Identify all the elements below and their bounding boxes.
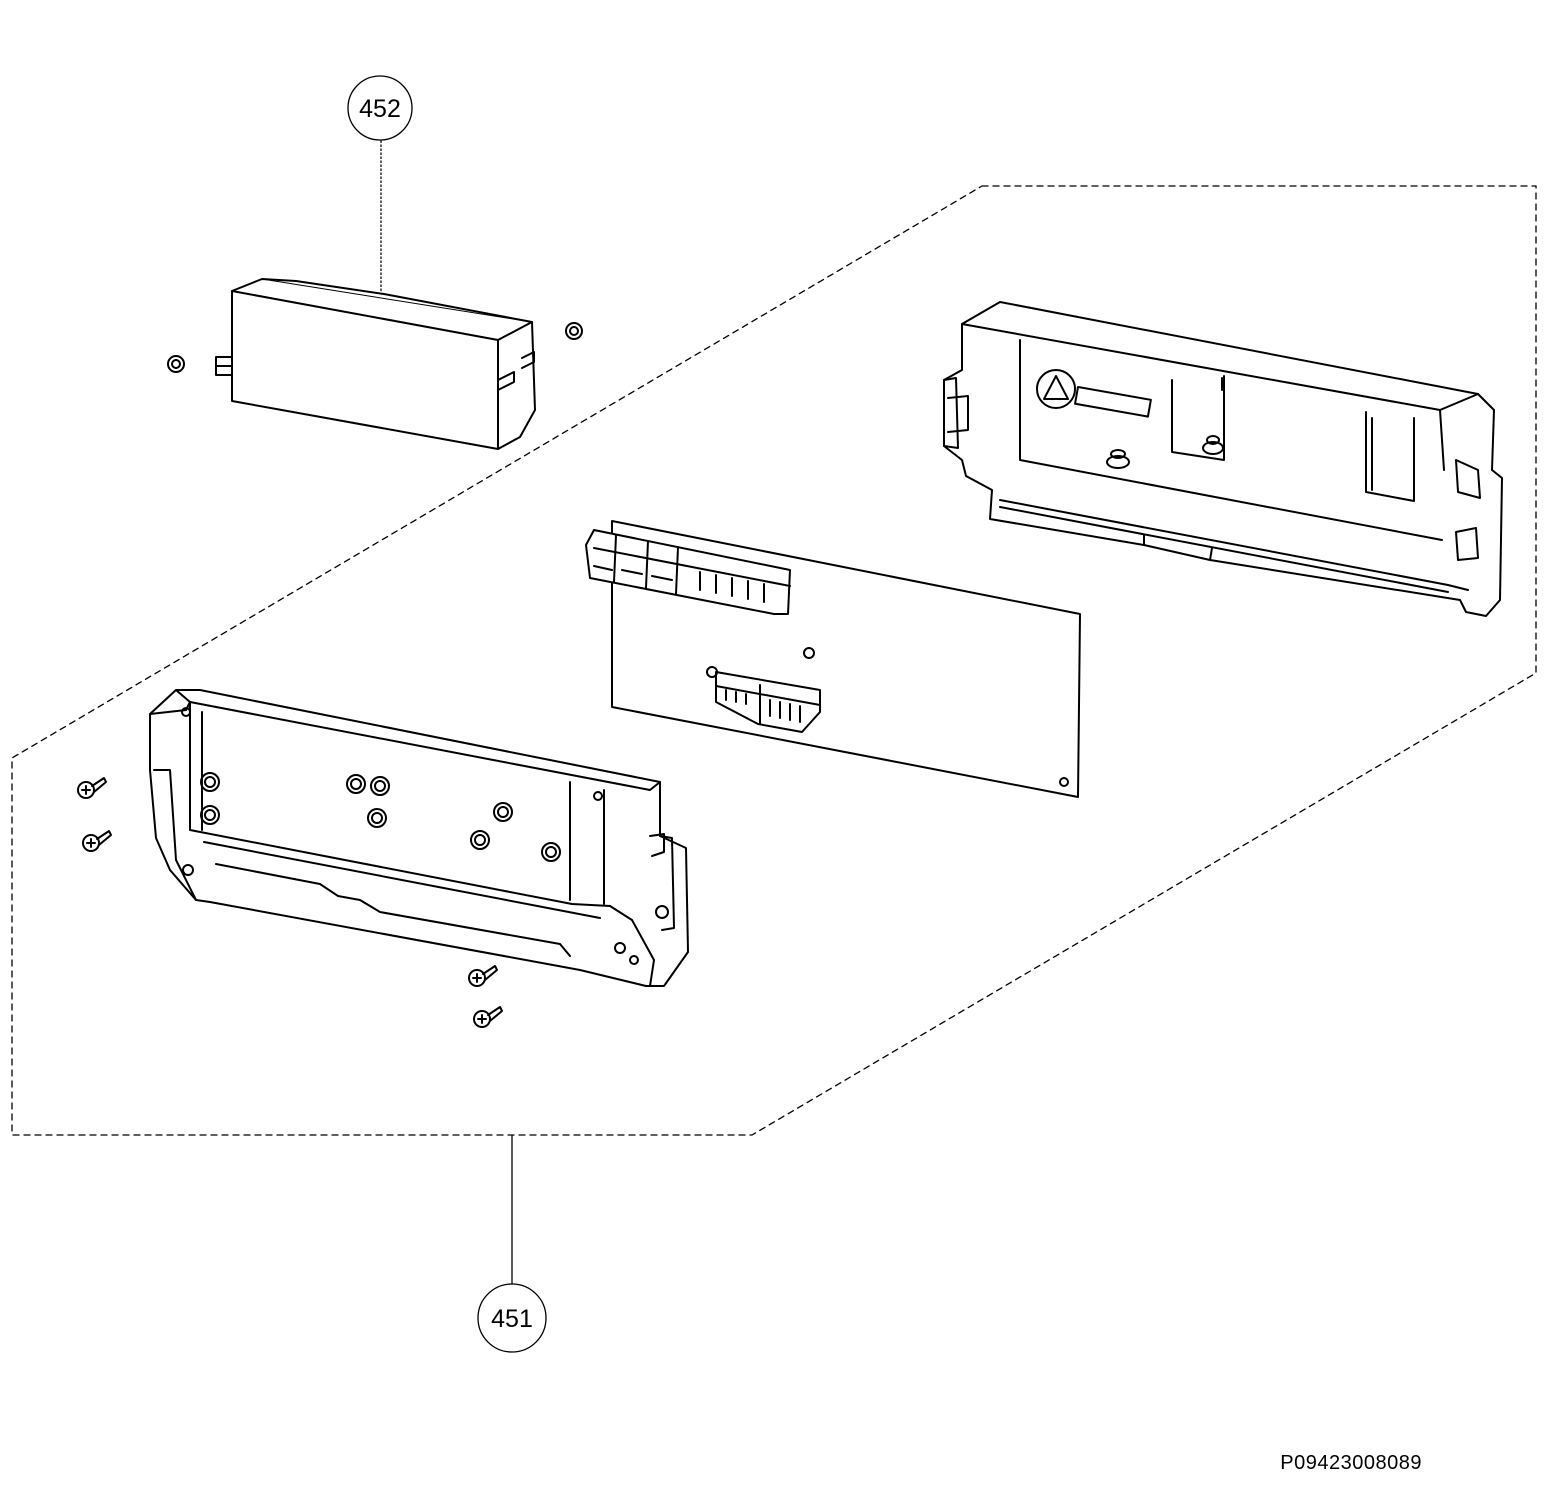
model-label-plate (1074, 386, 1152, 418)
connector-header (585, 529, 791, 615)
screw-icon (82, 830, 112, 852)
circuit-board (585, 520, 1081, 798)
control-knob (367, 808, 387, 828)
front-housing (149, 689, 689, 987)
control-knob (200, 805, 220, 825)
nut-icon (167, 355, 185, 373)
rear-housing (943, 301, 1503, 617)
mounting-post (1202, 435, 1224, 455)
control-knob (346, 774, 366, 794)
screw-icon (473, 1006, 503, 1028)
control-knob (470, 830, 490, 850)
filter-module-452 (167, 278, 583, 450)
screw-icon (77, 777, 107, 799)
assembly-451-boundary (11, 185, 1537, 1136)
callout-451: 451 (477, 1135, 547, 1353)
nut-icon (565, 322, 583, 340)
drawing-reference-code: P09423008089 (1280, 1452, 1422, 1474)
callout-452-label: 452 (359, 95, 401, 123)
connector-socket (715, 671, 821, 733)
control-knob (370, 776, 390, 796)
warning-triangle-icon (1036, 369, 1076, 409)
control-knob (200, 772, 220, 792)
callout-452: 452 (347, 75, 413, 293)
control-knob (493, 802, 513, 822)
callout-451-label: 451 (491, 1305, 533, 1333)
control-knob (541, 842, 561, 862)
screw-icon (468, 965, 498, 987)
mounting-post (1106, 449, 1130, 469)
